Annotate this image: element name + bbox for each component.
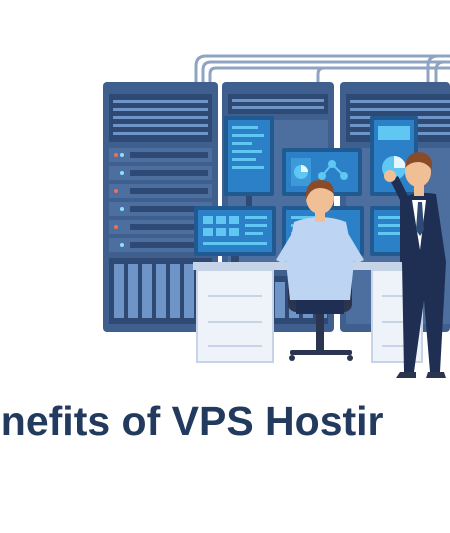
page-heading: enefits of VPS Hostir xyxy=(0,398,384,444)
standing-manager xyxy=(384,152,446,378)
server-rack-left xyxy=(103,82,218,332)
monitor-top-left xyxy=(224,116,274,206)
seated-worker xyxy=(276,180,364,361)
overhead-cables xyxy=(194,54,450,90)
monitor-bottom-left xyxy=(194,206,276,266)
